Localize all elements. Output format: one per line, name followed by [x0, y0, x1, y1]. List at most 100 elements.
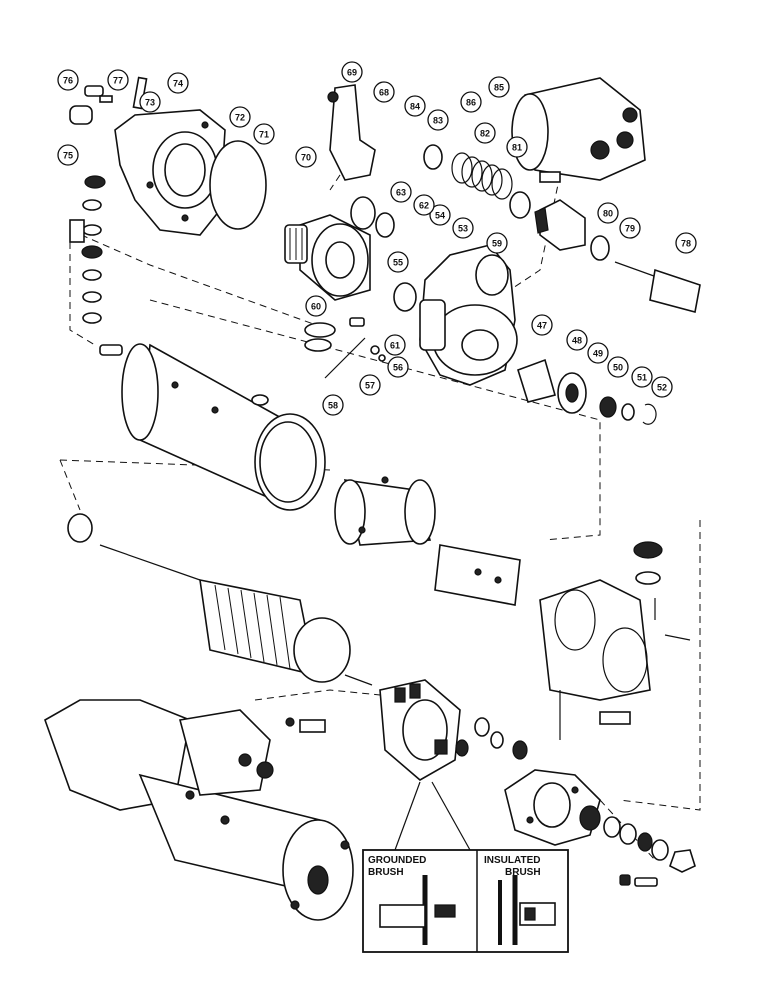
callout-70: 70 [295, 146, 317, 168]
callout-number: 74 [173, 79, 183, 89]
callout-number: 82 [480, 129, 490, 139]
solenoid-plunger [534, 199, 586, 251]
drive-housing [114, 109, 226, 236]
nose-housing [419, 244, 518, 386]
housing-bolts [69, 76, 148, 125]
callout-60: 60 [305, 295, 327, 317]
callout-number: 61 [390, 341, 400, 351]
callout-number: 86 [466, 98, 476, 108]
grounded-brush-label-2: BRUSH [368, 867, 404, 878]
callout-74: 74 [167, 72, 189, 94]
callout-number: 77 [113, 76, 123, 86]
washer-79 [590, 235, 610, 261]
callout-number: 70 [301, 153, 311, 163]
callout-77: 77 [107, 69, 129, 91]
callout-81: 81 [506, 136, 528, 158]
drive-pinion [284, 214, 371, 301]
callout-number: 56 [393, 363, 403, 373]
callout-72: 72 [229, 106, 251, 128]
ring-a [455, 739, 469, 757]
callout-number: 62 [419, 201, 429, 211]
callout-number: 58 [328, 401, 338, 411]
brush-inset: GROUNDED BRUSH INSULATED BRUSH [362, 849, 569, 953]
armature [99, 544, 373, 686]
washer-stack [69, 175, 123, 356]
washer-51 [621, 403, 635, 421]
washer-55 [393, 282, 417, 312]
callout-number: 57 [365, 381, 375, 391]
callout-56: 56 [387, 356, 409, 378]
callout-47: 47 [531, 314, 553, 336]
callout-75: 75 [57, 144, 79, 166]
callout-number: 83 [433, 116, 443, 126]
callout-58: 58 [322, 394, 344, 416]
washer-50 [599, 396, 617, 418]
end-washer [67, 513, 93, 543]
callout-82: 82 [474, 122, 496, 144]
callout-78: 78 [675, 232, 697, 254]
callout-number: 53 [458, 224, 468, 234]
callout-80: 80 [597, 202, 619, 224]
bushing-48 [517, 358, 556, 403]
field-frame [121, 343, 326, 511]
callout-62: 62 [413, 194, 435, 216]
inset-pointer-left [394, 781, 421, 851]
callout-53: 53 [452, 217, 474, 239]
snap-ring-52 [642, 403, 657, 425]
callout-85: 85 [488, 76, 510, 98]
pivot-pin [304, 317, 386, 379]
callout-number: 76 [63, 76, 73, 86]
callout-number: 81 [512, 143, 522, 153]
callout-49: 49 [587, 342, 609, 364]
callout-55: 55 [387, 251, 409, 273]
assembled-starter [44, 699, 354, 921]
callout-number: 80 [603, 209, 613, 219]
callout-number: 79 [625, 224, 635, 234]
callout-50: 50 [607, 356, 629, 378]
callout-48: 48 [566, 329, 588, 351]
callout-76: 76 [57, 69, 79, 91]
callout-79: 79 [619, 217, 641, 239]
callout-number: 69 [347, 68, 357, 78]
callout-number: 55 [393, 258, 403, 268]
thrust-washer [375, 212, 395, 238]
callout-63: 63 [390, 181, 412, 203]
callout-86: 86 [460, 91, 482, 113]
end-frame [504, 769, 601, 846]
callout-number: 73 [145, 98, 155, 108]
callout-number: 54 [435, 211, 445, 221]
callout-68: 68 [373, 81, 395, 103]
housing-gasket [209, 140, 267, 230]
callout-number: 49 [593, 349, 603, 359]
callout-73: 73 [139, 91, 161, 113]
pole-shoe [334, 476, 436, 546]
callout-number: 59 [492, 239, 502, 249]
callout-71: 71 [253, 123, 275, 145]
washer-81 [509, 191, 531, 219]
callout-number: 75 [63, 151, 73, 161]
callout-number: 85 [494, 83, 504, 93]
ring-b [474, 717, 490, 737]
callout-number: 51 [637, 373, 647, 383]
plunger-rod [614, 261, 701, 313]
ring-c [490, 731, 504, 749]
callout-59: 59 [486, 232, 508, 254]
callout-number: 48 [572, 336, 582, 346]
washer-83 [423, 144, 443, 170]
shift-lever [327, 84, 376, 181]
callout-number: 52 [657, 383, 667, 393]
callout-number: 63 [396, 188, 406, 198]
grounded-brush-label-1: GROUNDED [368, 855, 426, 866]
field-coils [539, 541, 691, 725]
callout-number: 71 [259, 130, 269, 140]
plunger-spring [451, 152, 513, 200]
pole-piece [434, 544, 521, 606]
callout-54: 54 [429, 204, 451, 226]
end-frame-hardware [579, 805, 696, 887]
callout-number: 84 [410, 102, 420, 112]
brush-plate [285, 679, 461, 781]
callout-number: 78 [681, 239, 691, 249]
callout-51: 51 [631, 366, 653, 388]
inset-pointer-right [431, 781, 471, 851]
